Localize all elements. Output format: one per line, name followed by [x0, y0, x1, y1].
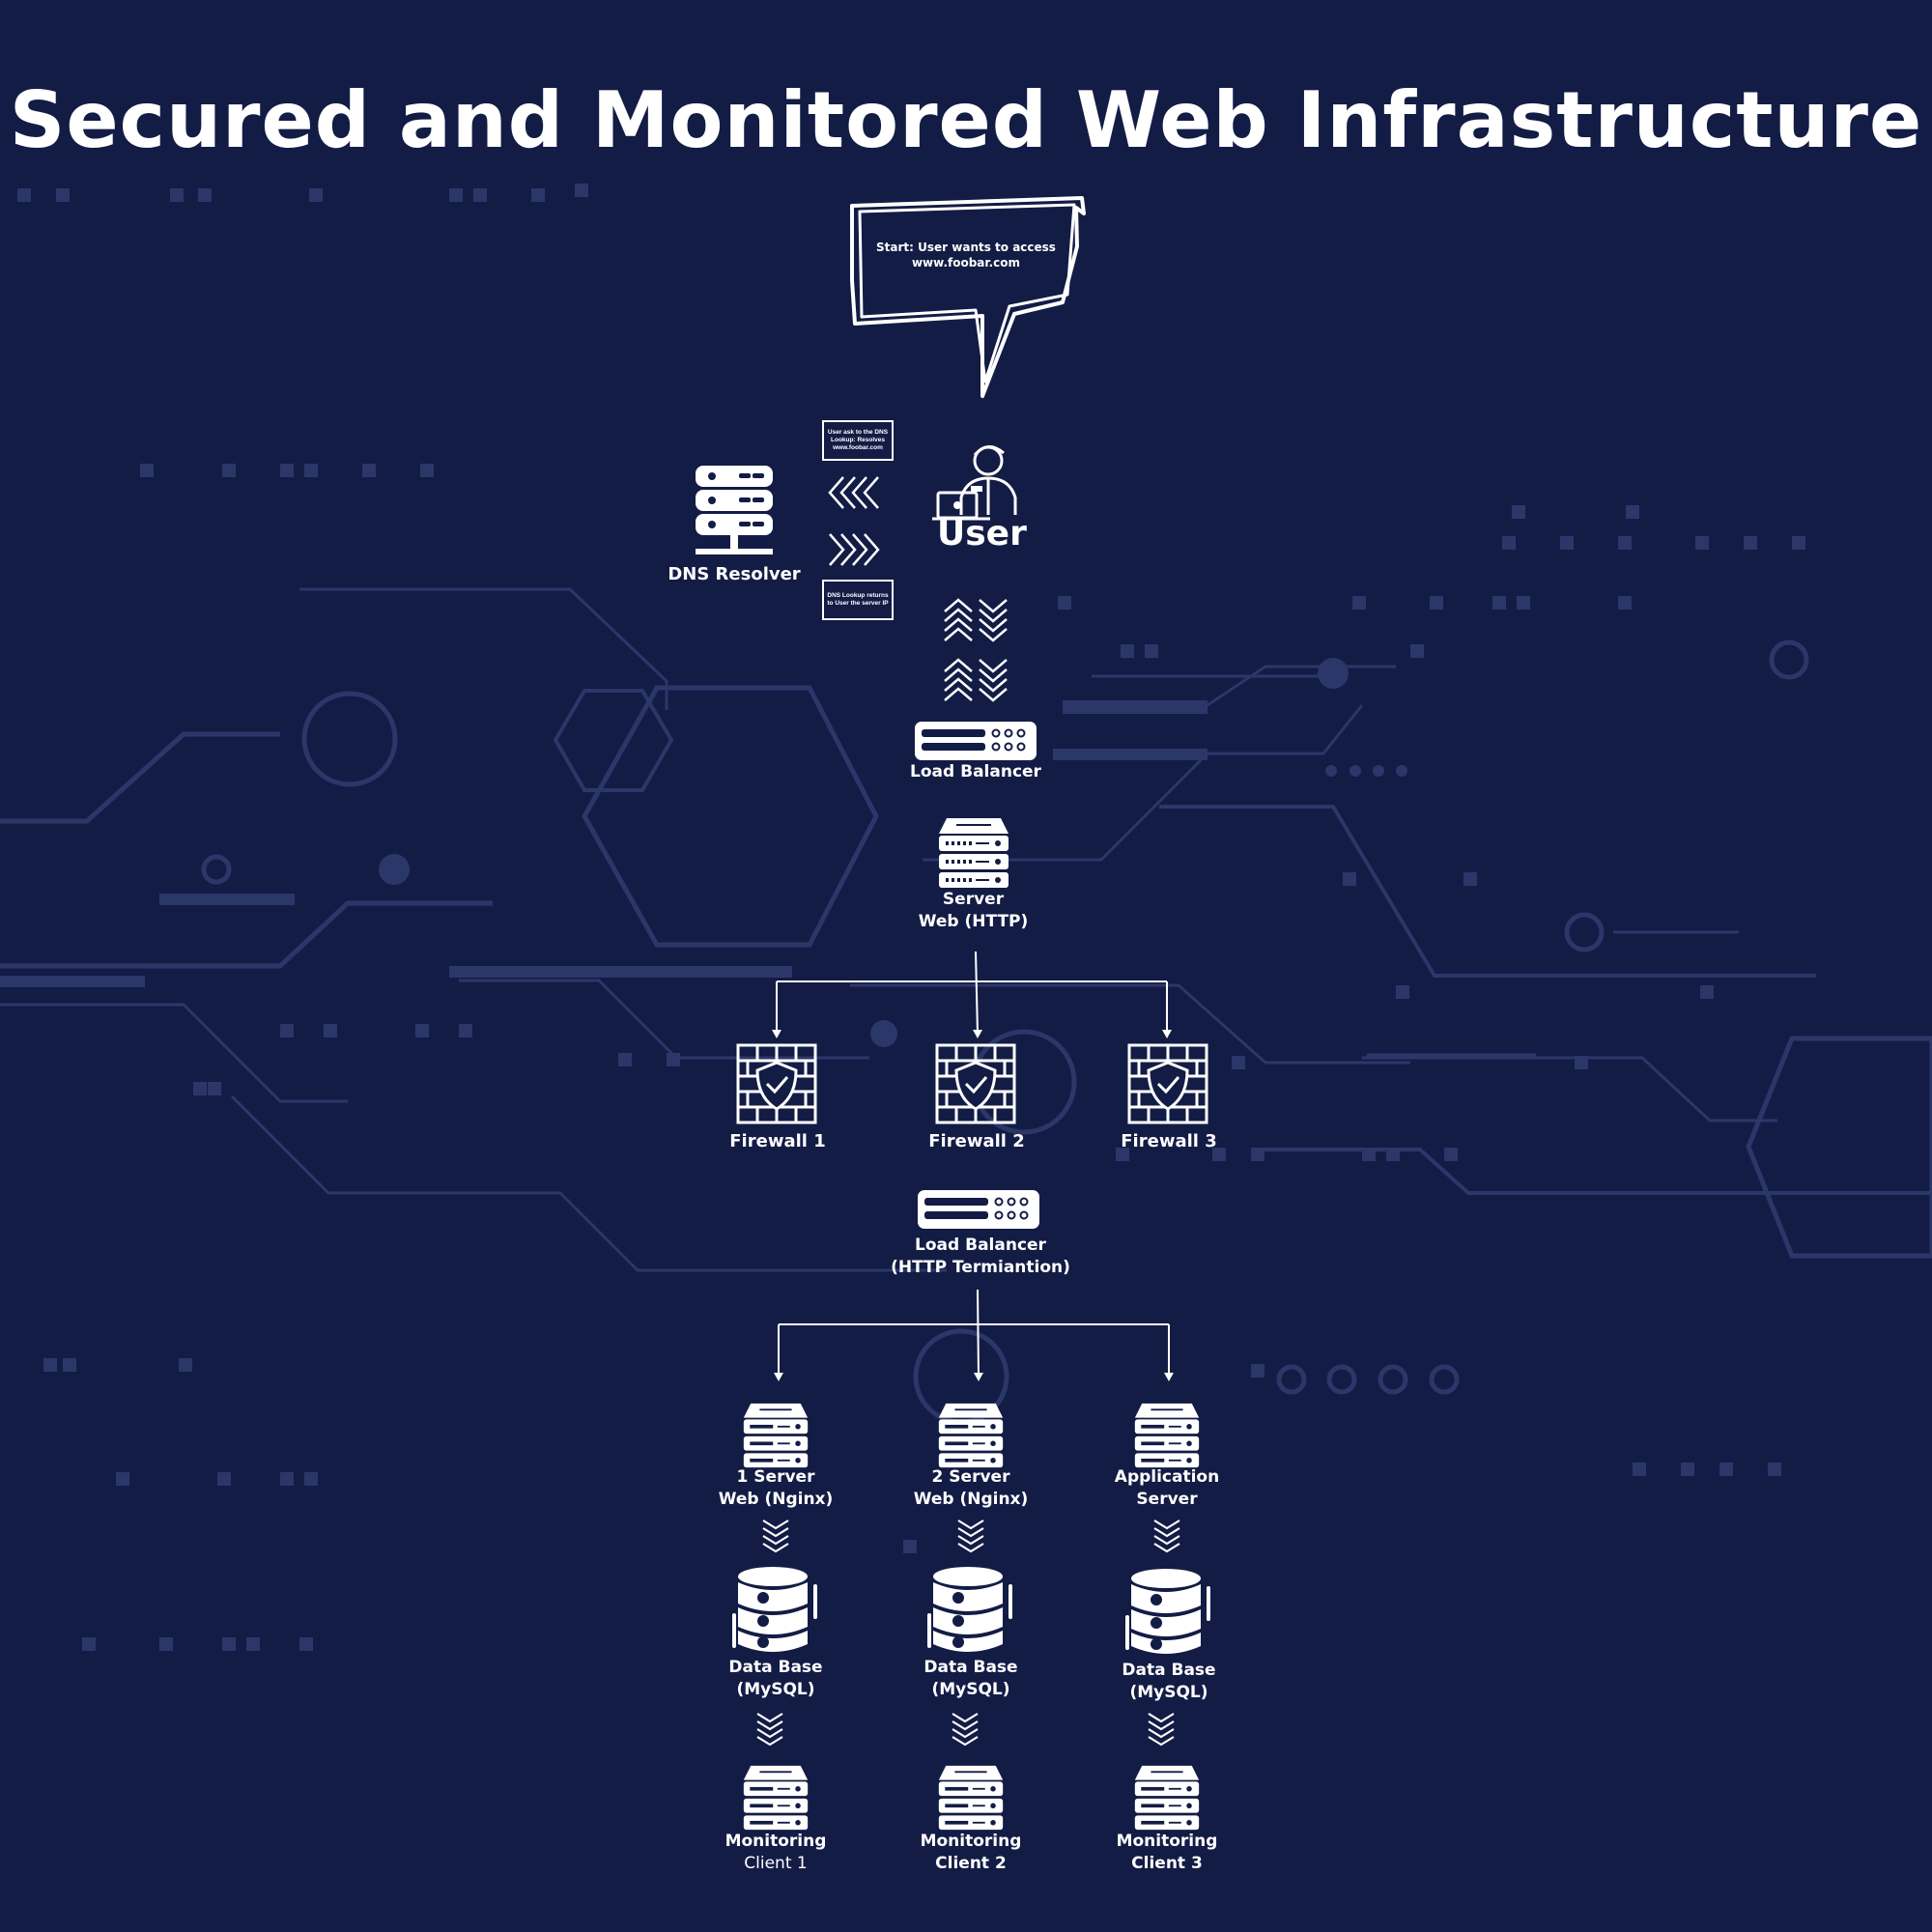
chevron-arrows-icon [828, 476, 879, 509]
chevron-arrows-icon [1153, 1520, 1180, 1553]
load-balancer-label: Load Balancer [910, 762, 1041, 781]
chevron-arrows-icon [756, 1713, 783, 1747]
server-rack-icon [743, 1765, 809, 1831]
dns-query-note: User ask to the DNS Lookup: Resolves www… [822, 420, 894, 461]
database-2-label: Data Base(MySQL) [923, 1658, 1018, 1699]
load-balancer-http-termination-label: Load Balancer(HTTP Termiantion) [891, 1236, 1070, 1277]
start-bubble-text: Start: User wants to access www.foobar.c… [876, 241, 1056, 270]
load-balancer-icon [918, 1190, 1039, 1229]
database-1-label: Data Base(MySQL) [728, 1658, 823, 1699]
user-label: User [937, 514, 1027, 554]
server-rack-icon [1134, 1403, 1200, 1468]
speech-bubble-icon [850, 196, 1086, 398]
page-title: Secured and Monitored Web Infrastructure [9, 75, 1923, 165]
database-icon [732, 1567, 817, 1652]
chevron-arrows-icon [944, 598, 1008, 702]
firewall-1-label: Firewall 1 [729, 1131, 826, 1151]
server-rack-icon [938, 1765, 1004, 1831]
firewall-3-label: Firewall 3 [1121, 1131, 1217, 1151]
chevron-arrows-icon [1148, 1713, 1175, 1747]
dns-response-note: DNS Lookup returns to User the server IP [822, 580, 894, 620]
database-icon [927, 1567, 1012, 1652]
database-icon [1125, 1569, 1210, 1654]
server-rack-icon [939, 818, 1009, 888]
load-balancer-icon [915, 722, 1037, 760]
dns-resolver-label: DNS Resolver [668, 564, 801, 584]
dns-server-icon [696, 466, 773, 554]
chevron-arrows-icon [957, 1520, 984, 1553]
firewall-2-label: Firewall 2 [928, 1131, 1025, 1151]
firewall-icon [736, 1043, 817, 1124]
firewall-icon [935, 1043, 1016, 1124]
chevron-arrows-icon [762, 1520, 789, 1553]
server-rack-icon [938, 1403, 1004, 1468]
database-3-label: Data Base(MySQL) [1122, 1661, 1216, 1702]
server-rack-icon [743, 1403, 809, 1468]
user-laptop-icon [932, 445, 1017, 521]
chevron-arrows-icon [829, 533, 880, 566]
server-rack-icon [1134, 1765, 1200, 1831]
chevron-arrows-icon [952, 1713, 979, 1747]
firewall-icon [1127, 1043, 1208, 1124]
